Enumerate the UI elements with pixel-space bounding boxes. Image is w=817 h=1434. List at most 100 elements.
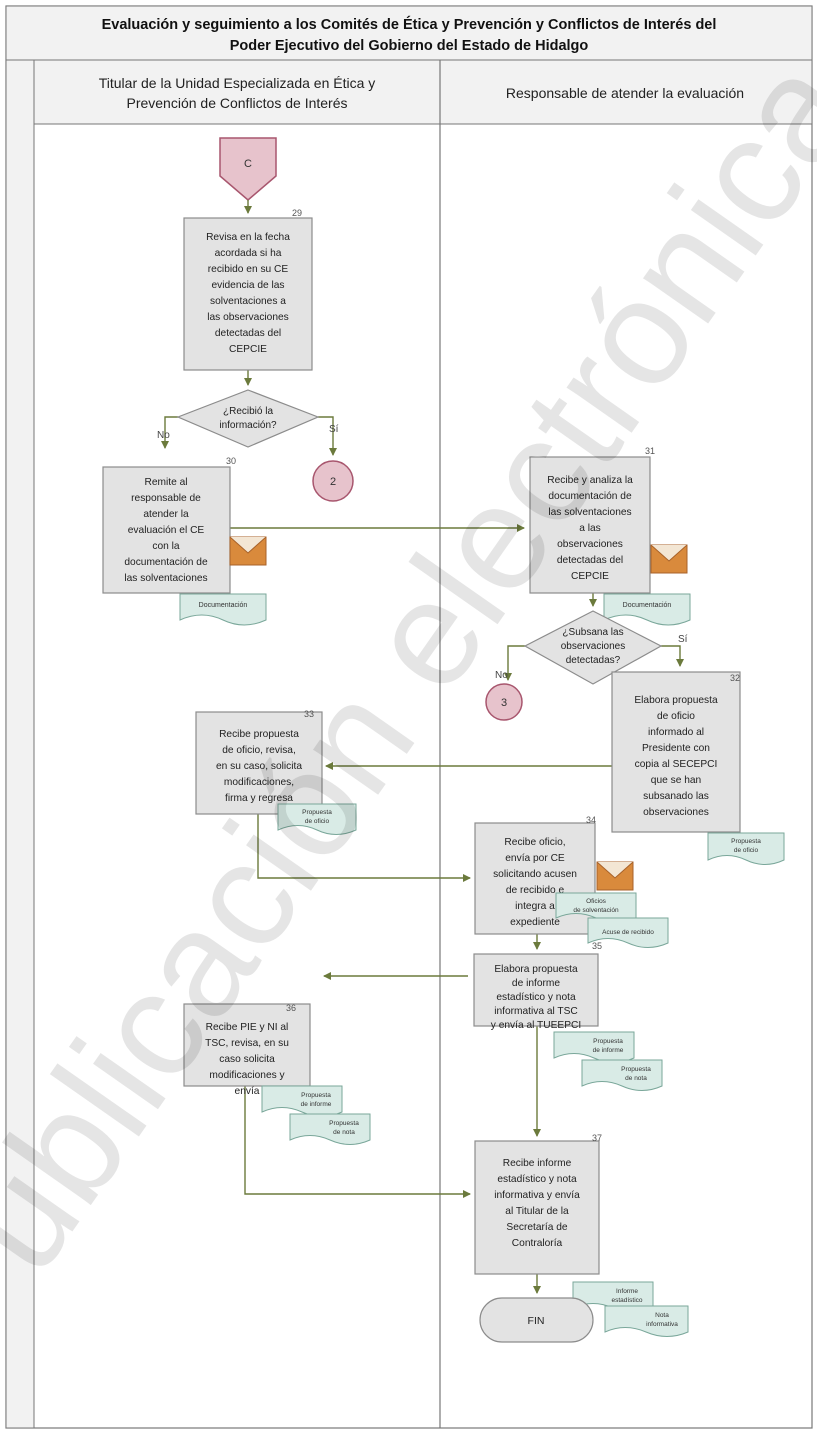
svg-text:informativa y envía: informativa y envía: [494, 1190, 580, 1201]
svg-text:modificaciones y: modificaciones y: [209, 1070, 285, 1081]
process-step-31: [529, 456, 651, 594]
svg-text:Secretaría de: Secretaría de: [506, 1222, 567, 1233]
svg-text:de recibido e: de recibido e: [506, 885, 565, 896]
process-step-36: [183, 1003, 311, 1087]
document-37-nota: [604, 1305, 689, 1337]
svg-text:documentación de: documentación de: [548, 491, 632, 502]
envelope-icon: [229, 536, 267, 566]
step-32-text: Elabora propuesta de oficio informado al…: [634, 695, 718, 818]
svg-text:observaciones: observaciones: [557, 539, 623, 550]
svg-text:firma y regresa: firma y regresa: [225, 793, 293, 804]
svg-text:envía: envía: [235, 1086, 260, 1097]
decision-2-line-1: ¿Subsana las: [562, 627, 623, 638]
lane-1-title-line-2: Prevención de Conflictos de Interés: [126, 95, 347, 111]
svg-text:las solventaciones: las solventaciones: [548, 507, 631, 518]
step-29-number: 29: [292, 208, 302, 218]
document-37b-label-1: Nota: [655, 1312, 669, 1319]
document-37a-label-2: estadístico: [611, 1297, 642, 1304]
svg-text:al Titular de la: al Titular de la: [505, 1206, 569, 1217]
document-37b-label-2: informativa: [646, 1321, 678, 1328]
svg-text:evaluación el CE: evaluación el CE: [128, 525, 205, 536]
document-36b-label-2: de nota: [333, 1129, 355, 1136]
step-31-number: 31: [645, 446, 655, 456]
svg-text:modificaciones,: modificaciones,: [224, 777, 294, 788]
svg-text:solventaciones a: solventaciones a: [210, 296, 286, 307]
document-36b-label-1: Propuesta: [329, 1120, 359, 1127]
step-35-number: 35: [592, 941, 602, 951]
step-30-text: Remite al responsable de atender la eval…: [124, 477, 208, 584]
decision-1-line-2: información?: [219, 420, 277, 431]
svg-text:subsanado las: subsanado las: [643, 791, 709, 802]
svg-text:Remite al: Remite al: [144, 477, 187, 488]
title-line-2: Poder Ejecutivo del Gobierno del Estado …: [230, 38, 589, 54]
svg-text:y envía al TUEEPCI: y envía al TUEEPCI: [491, 1020, 581, 1031]
svg-text:recibido en su CE: recibido en su CE: [208, 264, 289, 275]
process-step-34: [474, 822, 596, 935]
svg-text:detectadas del: detectadas del: [215, 328, 281, 339]
step-33-text: Recibe propuesta de oficio, revisa, en s…: [216, 729, 302, 804]
decision-2-no-label: No: [495, 670, 508, 681]
document-31: [603, 593, 691, 626]
step-35-text: Elabora propuesta de informe estadístico…: [491, 964, 581, 1031]
svg-text:Elabora propuesta: Elabora propuesta: [634, 695, 718, 706]
process-step-33: [195, 711, 323, 815]
step-30-number: 30: [226, 456, 236, 466]
lane-1-title-line-1: Titular de la Unidad Especializada en Ét…: [99, 75, 376, 91]
svg-text:Recibe y analiza la: Recibe y analiza la: [547, 475, 633, 486]
decision-2-line-3: detectadas?: [566, 655, 621, 666]
document-32-label-1: Propuesta: [731, 838, 761, 845]
document-36a-label-1: Propuesta: [301, 1092, 331, 1099]
title-band: [5, 5, 813, 61]
document-37a-label-1: Informe: [616, 1288, 638, 1295]
document-33-label-2: de oficio: [305, 818, 330, 825]
svg-text:que se han: que se han: [651, 775, 701, 786]
document-32: [707, 832, 785, 865]
svg-text:las solventaciones: las solventaciones: [124, 573, 207, 584]
decision-1-no-label: No: [157, 430, 170, 441]
svg-text:integra a: integra a: [515, 901, 555, 912]
step-36-number: 36: [286, 1003, 296, 1013]
end-label: FIN: [528, 1315, 545, 1327]
document-35a-label-1: Propuesta: [593, 1038, 623, 1045]
document-36a-label-2: de informe: [301, 1101, 332, 1108]
svg-text:de oficio: de oficio: [657, 711, 695, 722]
document-30: [179, 593, 267, 626]
svg-text:expediente: expediente: [510, 917, 560, 928]
svg-text:copia al SECEPCI: copia al SECEPCI: [635, 759, 718, 770]
step-31-text: Recibe y analiza la documentación de las…: [547, 475, 633, 582]
svg-text:CEPCIE: CEPCIE: [571, 571, 609, 582]
step-34-number: 34: [586, 815, 596, 825]
document-36-nota: [289, 1113, 371, 1145]
svg-text:responsable de: responsable de: [131, 493, 201, 504]
connector-c-label: C: [244, 158, 252, 170]
svg-text:las observaciones: las observaciones: [207, 312, 289, 323]
svg-text:documentación de: documentación de: [124, 557, 208, 568]
arrows: [161, 200, 684, 1294]
envelope-icon: [596, 861, 634, 891]
document-31-label: Documentación: [623, 602, 672, 609]
connector-2-label: 2: [330, 476, 336, 488]
offpage-connector-c: [219, 137, 277, 201]
lane-header-band: [5, 59, 813, 125]
envelope-icon: [650, 544, 688, 574]
svg-text:Recibe PIE y NI al: Recibe PIE y NI al: [206, 1022, 289, 1033]
svg-text:Elabora propuesta: Elabora propuesta: [494, 964, 578, 975]
svg-text:de oficio, revisa,: de oficio, revisa,: [222, 745, 296, 756]
step-36-text: Recibe PIE y NI al TSC, revisa, en su ca…: [205, 1022, 289, 1097]
process-step-35: [473, 953, 599, 1027]
process-step-30: [102, 466, 231, 594]
svg-text:detectadas del: detectadas del: [557, 555, 623, 566]
step-34-text: Recibe oficio, envía por CE solicitando …: [493, 837, 577, 928]
step-29-text: Revisa en la fecha acordada si ha recibi…: [206, 232, 290, 355]
svg-text:de informe: de informe: [512, 978, 560, 989]
connector-2: [312, 460, 354, 502]
document-35b-label-1: Propuesta: [621, 1066, 651, 1073]
process-step-32: [611, 671, 741, 833]
document-35-nota: [581, 1059, 663, 1091]
decision-2-line-2: observaciones: [561, 641, 625, 652]
svg-text:Recibe propuesta: Recibe propuesta: [219, 729, 299, 740]
svg-text:TSC, revisa, en su: TSC, revisa, en su: [205, 1038, 289, 1049]
svg-text:Contraloría: Contraloría: [512, 1238, 563, 1249]
process-step-29: [183, 217, 313, 371]
document-30-label: Documentación: [199, 602, 248, 609]
